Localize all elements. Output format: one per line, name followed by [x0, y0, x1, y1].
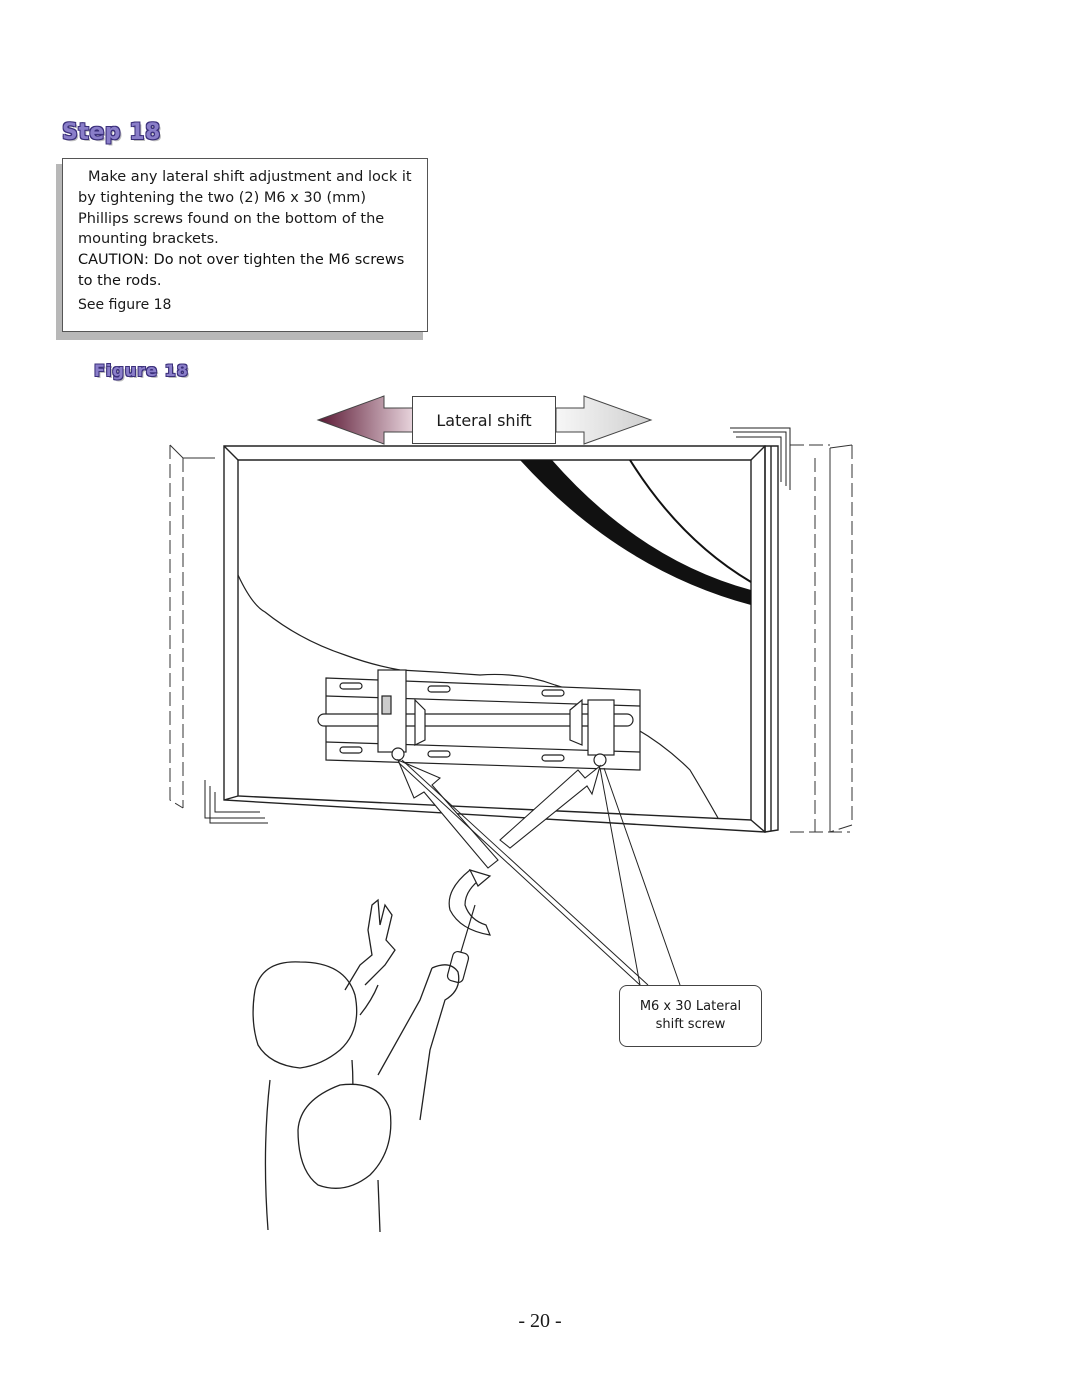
person-illustration [252, 898, 460, 1233]
cable-shapes [520, 459, 752, 605]
screw-callout: M6 x 30 Lateral shift screw [619, 985, 762, 1047]
instruction-text: Make any lateral shift adjustment and lo… [78, 169, 412, 248]
callout-line-2: shift screw [655, 1017, 726, 1032]
lateral-shift-label: Lateral shift [412, 396, 556, 444]
callout-line-1: M6 x 30 Lateral [639, 999, 742, 1014]
see-figure-text: See figure 18 [78, 296, 172, 313]
caution-text: CAUTION: Do not over tighten the M6 scre… [78, 252, 405, 289]
right-arrow-icon [555, 395, 653, 445]
callout-leader [397, 759, 681, 986]
cutaway-edge [237, 574, 719, 819]
screwdriver-icon [446, 869, 492, 984]
pointer-arrows [396, 758, 602, 869]
step-title: Step 18 [62, 120, 161, 145]
mounting-bracket [317, 669, 641, 771]
page-number: - 20 - [518, 1310, 562, 1332]
instruction-box: Make any lateral shift adjustment and lo… [62, 158, 428, 332]
left-arrow-icon [316, 395, 415, 445]
figure-title: Figure 18 [94, 361, 189, 380]
wall-outline [169, 444, 853, 833]
